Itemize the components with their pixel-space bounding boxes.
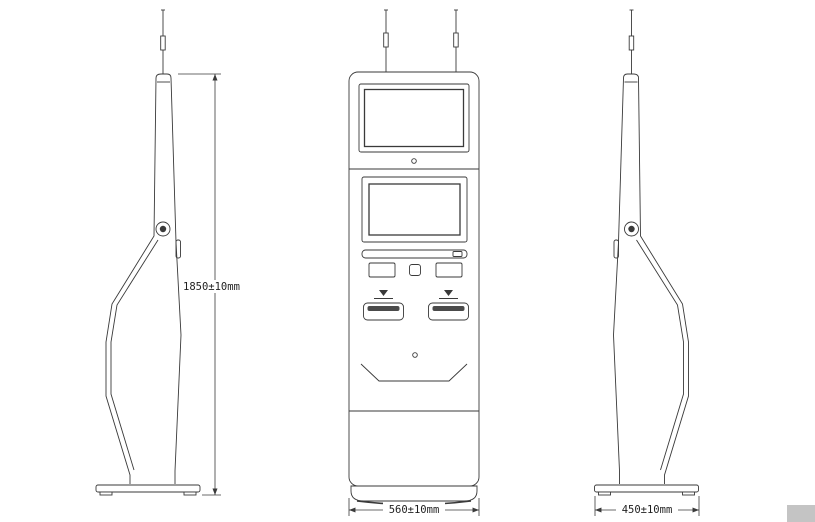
side-view-right: 450±10mm bbox=[594, 9, 700, 517]
printer-feed-right-icon bbox=[439, 290, 458, 299]
base-plate bbox=[95, 484, 201, 496]
side-profile-inner-line bbox=[110, 239, 159, 471]
width-dimension: 560±10mm bbox=[348, 498, 480, 517]
control-row bbox=[368, 262, 463, 278]
side-profile-inner-line bbox=[636, 239, 684, 471]
printer-slot-right bbox=[428, 302, 469, 321]
front-base-plate bbox=[350, 485, 478, 506]
depth-dimension: 450±10mm bbox=[594, 496, 700, 517]
front-body-outline bbox=[348, 71, 480, 487]
keyboard-slot bbox=[361, 249, 468, 259]
touch-screen-display bbox=[368, 183, 461, 236]
side-profile-outline bbox=[613, 73, 689, 484]
width-dimension-label: 560±10mm bbox=[389, 504, 440, 516]
top-screen bbox=[358, 83, 470, 153]
side-button bbox=[613, 239, 619, 259]
printer-feed-left-icon bbox=[374, 290, 393, 299]
height-dimension: 1850±10mm bbox=[178, 73, 244, 496]
camera-dot-icon bbox=[411, 158, 417, 164]
side-profile-outline bbox=[105, 73, 182, 484]
antenna-right-icon bbox=[453, 9, 459, 72]
antenna-left-icon bbox=[383, 9, 389, 72]
base-plate bbox=[594, 484, 699, 496]
depth-dimension-label: 450±10mm bbox=[622, 504, 673, 516]
height-dimension-label: 1850±10mm bbox=[183, 281, 240, 293]
touch-screen bbox=[361, 176, 468, 243]
side-view-left: 1850±10mm bbox=[95, 9, 244, 496]
front-view: 560±10mm bbox=[348, 9, 480, 517]
side-lock-icon bbox=[155, 221, 171, 237]
key-lock-icon bbox=[409, 264, 421, 276]
antenna-icon bbox=[160, 9, 166, 74]
side-lock-icon bbox=[624, 221, 639, 237]
antenna-icon bbox=[628, 9, 635, 74]
handle-recess bbox=[360, 363, 468, 382]
top-screen-display bbox=[363, 88, 465, 148]
card-reader-right bbox=[435, 262, 463, 278]
card-reader-left bbox=[368, 262, 396, 278]
corner-mark bbox=[787, 505, 815, 522]
side-button bbox=[175, 239, 181, 259]
printer-slot-left bbox=[363, 302, 404, 321]
led-dot-icon bbox=[412, 352, 418, 358]
